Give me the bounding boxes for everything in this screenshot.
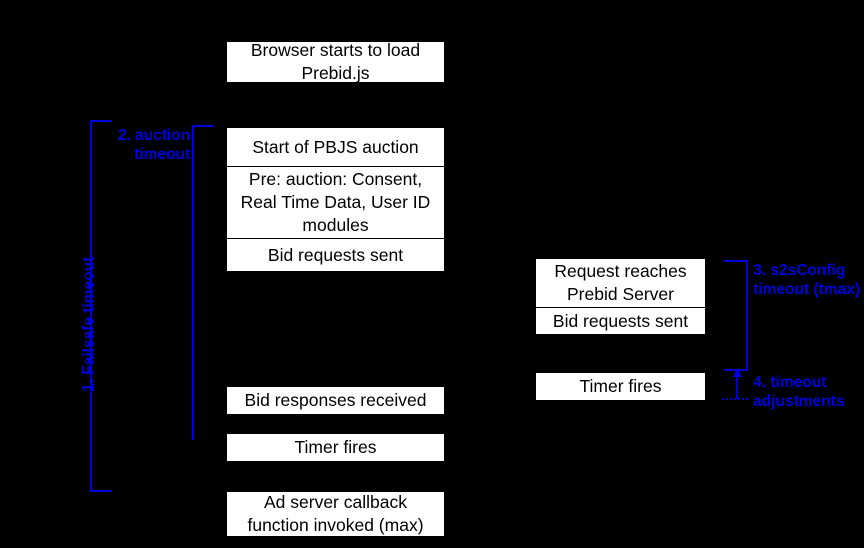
process-box-bid-requests-sent: Bid requests sent: [227, 238, 444, 271]
timeout-adjustment-dotted-baseline: [722, 398, 748, 400]
annotation-label-auction-timeout: 2. auction timeout: [117, 127, 190, 164]
s2s-bracket-tick-top: [724, 260, 748, 262]
failsafe-bracket-tick-bottom: [90, 490, 112, 492]
process-box-timer-fires-client: Timer fires: [226, 433, 445, 462]
auction-timeout-bracket-tick-top: [192, 125, 214, 127]
failsafe-bracket-spine: [90, 120, 92, 492]
annotation-label-s2s-config-timeout: 3. s2sConfig timeout (tmax): [753, 262, 860, 299]
process-box-group-auction: Start of PBJS auction Pre: auction: Cons…: [226, 127, 445, 272]
process-box-group-server: Request reaches Prebid Server Bid reques…: [535, 258, 706, 335]
s2s-bracket-spine: [746, 260, 748, 371]
process-box-pre-auction-modules: Pre: auction: Consent, Real Time Data, U…: [227, 166, 444, 238]
annotation-label-timeout-adjustments: 4. timeout adjustments: [753, 374, 845, 411]
process-box-request-reaches-server: Request reaches Prebid Server: [536, 259, 705, 307]
process-box-ad-server-callback: Ad server callback function invoked (max…: [226, 491, 445, 537]
process-box-bid-requests-sent-server: Bid requests sent: [536, 307, 705, 334]
process-box-bid-responses-received: Bid responses received: [226, 386, 445, 415]
s2s-bracket-tick-bottom: [724, 369, 748, 371]
auction-timeout-bracket-spine: [192, 125, 194, 440]
process-box-timer-fires-server: Timer fires: [535, 372, 706, 401]
annotation-label-failsafe-timeout: 1. Failsafe timeout: [80, 256, 97, 392]
process-box-browser-load: Browser starts to load Prebid.js: [226, 40, 445, 83]
failsafe-bracket-tick-top: [90, 120, 112, 122]
process-box-auction-start: Start of PBJS auction: [227, 128, 444, 166]
timeout-adjustment-arrow-icon: [732, 368, 742, 399]
